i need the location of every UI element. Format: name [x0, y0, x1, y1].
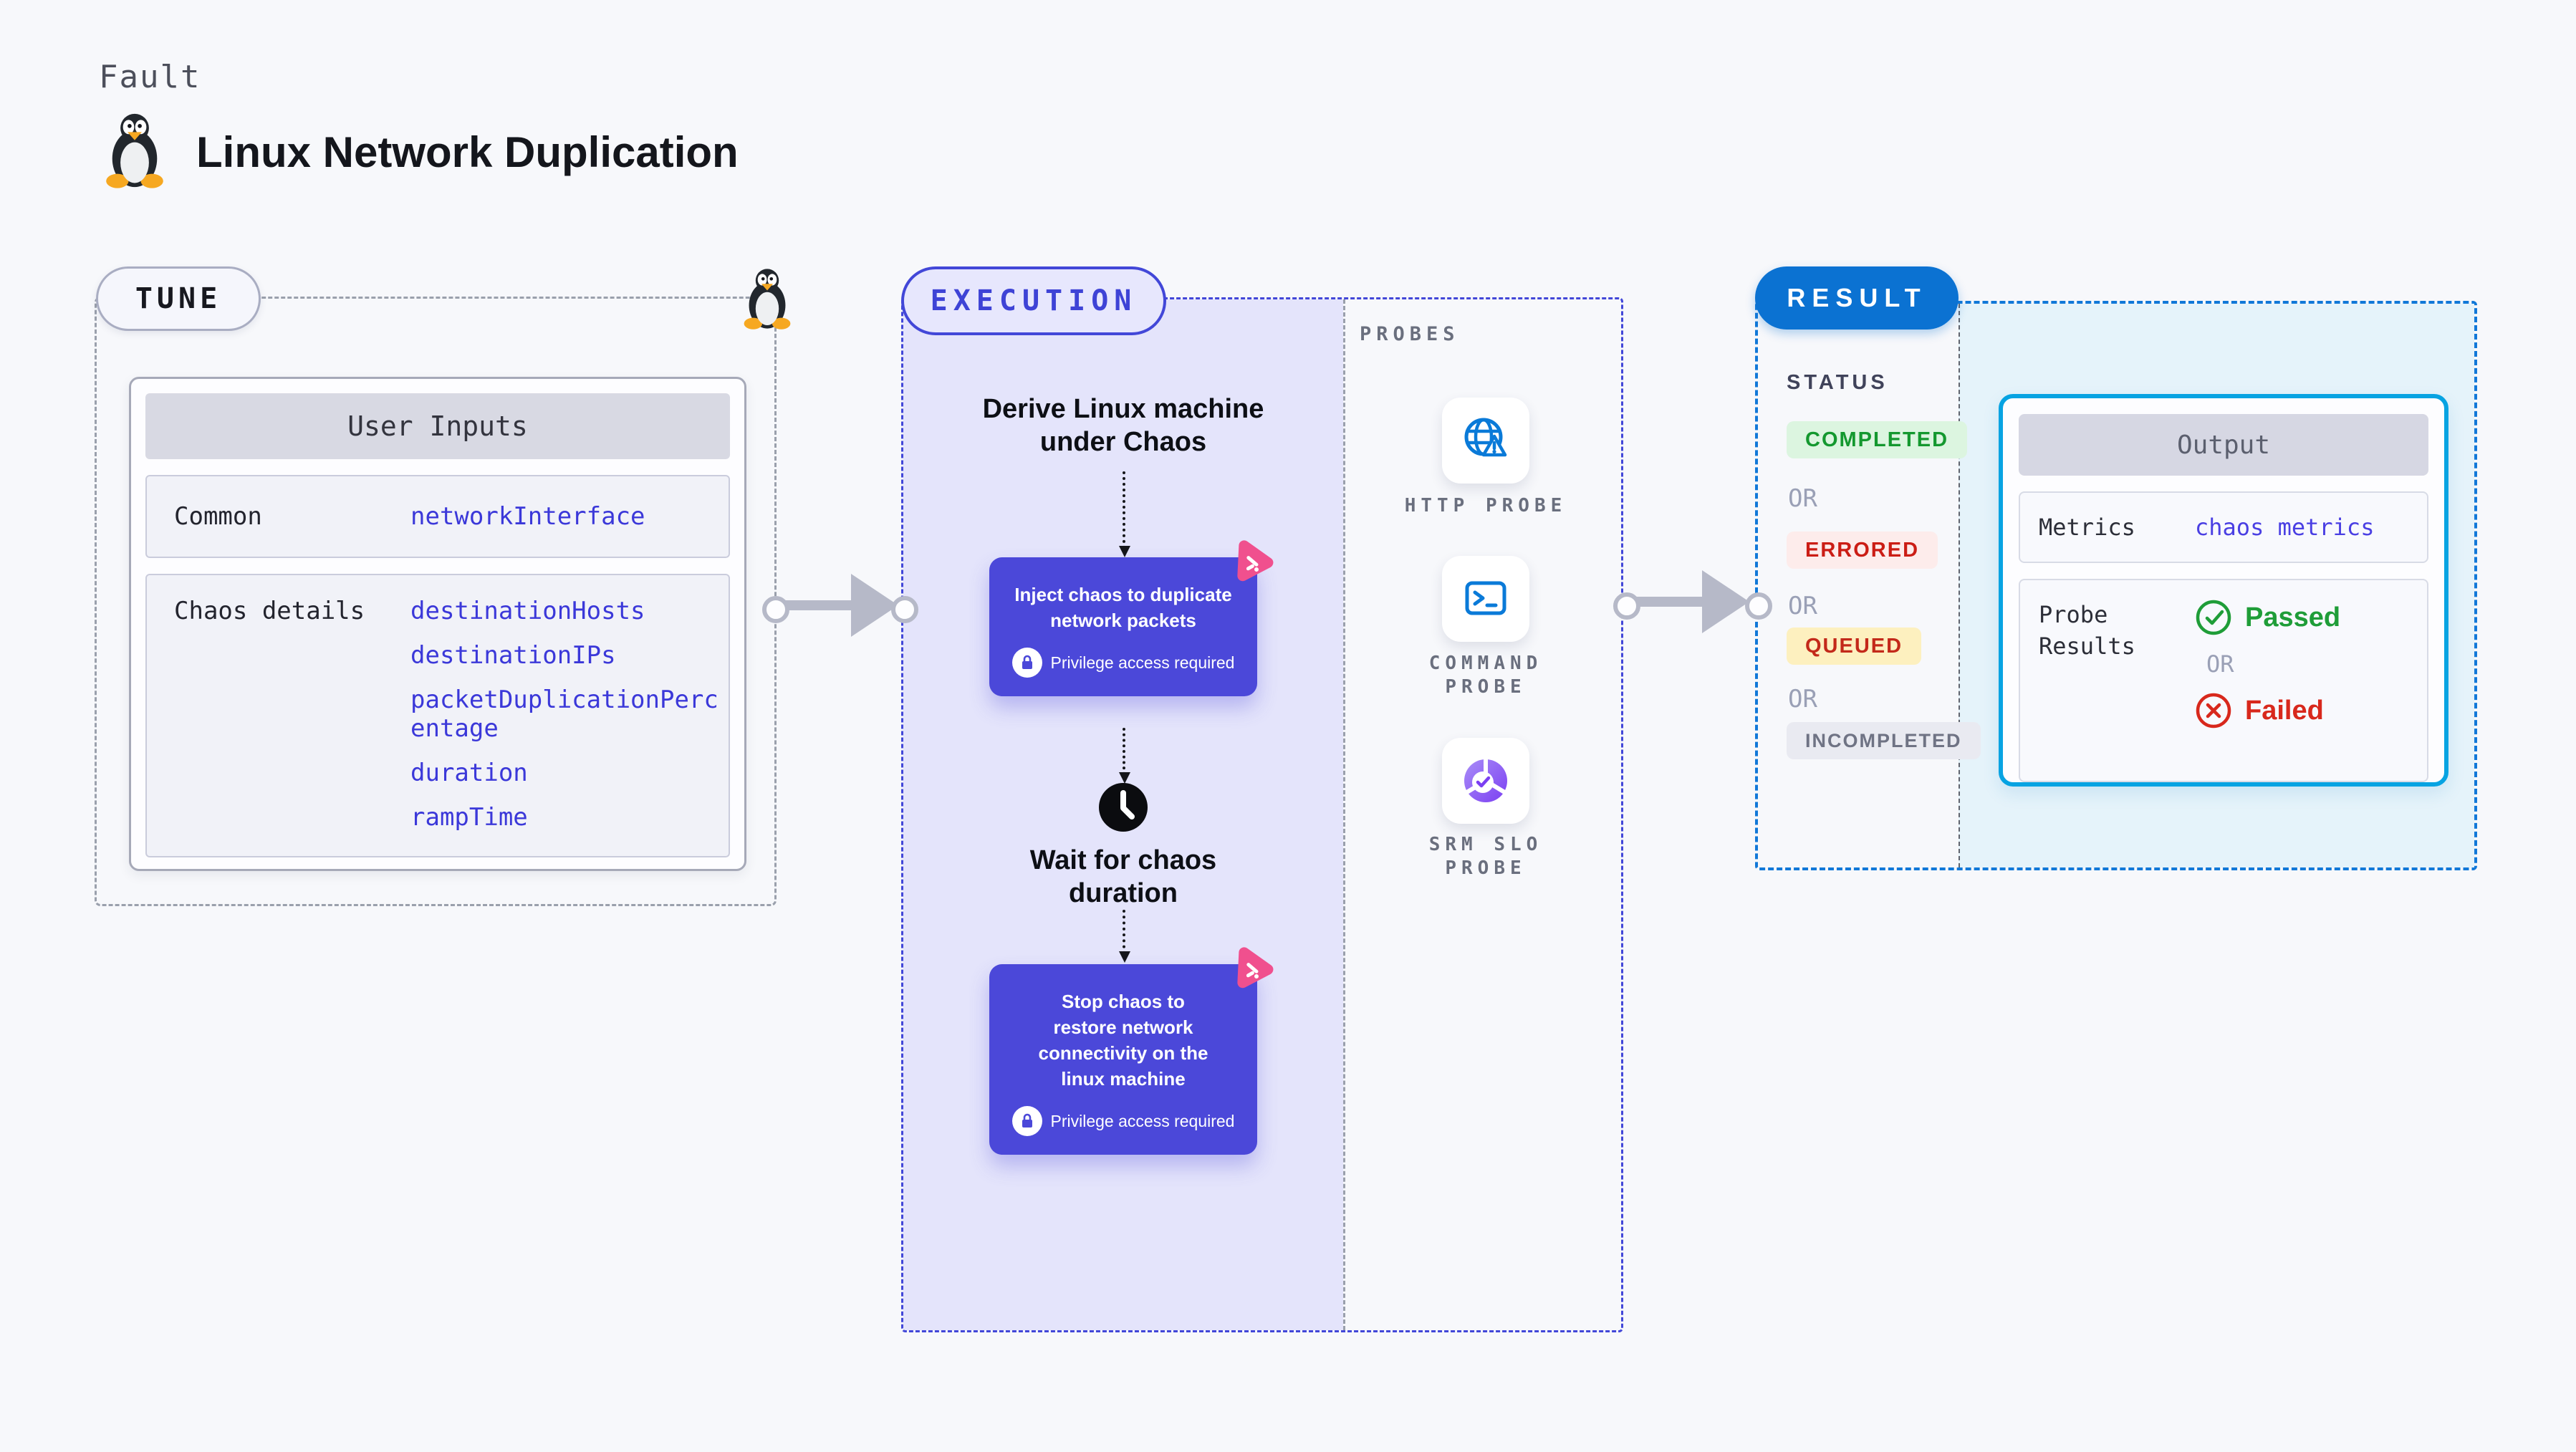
probe-results-row: Probe Results Passed OR Failed — [2019, 579, 2428, 782]
connector-dot — [762, 596, 789, 623]
stop-step-title: Stop chaos to restore network connectivi… — [1038, 991, 1208, 1090]
failed-label: Failed — [2245, 695, 2324, 726]
connector-dot — [1613, 592, 1640, 620]
lock-icon — [1011, 1106, 1042, 1136]
execution-probes-divider — [1343, 299, 1345, 1330]
status-badge-completed: COMPLETED — [1787, 421, 1968, 458]
privilege-note: Privilege access required — [1050, 653, 1235, 672]
metrics-label: Metrics — [2039, 514, 2135, 541]
srm-slo-probe-label: SRM SLO PROBE — [1428, 834, 1543, 879]
passed-label: Passed — [2245, 602, 2341, 633]
globe-alert-icon — [1464, 418, 1507, 457]
metrics-row: Metrics chaos metrics — [2019, 491, 2428, 563]
flow-arrow-down — [1119, 471, 1130, 557]
command-probe-label: COMMAND PROBE — [1428, 653, 1543, 698]
user-inputs-card: User Inputs Common networkInterface Chao… — [129, 377, 746, 871]
chaos-fault-icon — [1237, 947, 1274, 989]
input-variable: rampTime — [410, 803, 528, 832]
slo-donut-check-icon — [1464, 757, 1507, 802]
passed-check-icon — [2196, 600, 2231, 635]
connector-dot — [1745, 592, 1772, 620]
wait-step-label: Wait for chaos duration — [1029, 845, 1217, 908]
or-separator: OR — [1788, 484, 1817, 513]
or-separator: OR — [1788, 685, 1817, 713]
flow-arrow-down — [1119, 910, 1130, 963]
chaos-fault-icon — [1237, 540, 1274, 582]
command-probe-card — [1442, 556, 1529, 642]
metrics-value: chaos metrics — [2195, 514, 2375, 541]
probes-heading: PROBES — [1360, 323, 1460, 345]
probe-results-label: Probe Results — [2039, 601, 2135, 660]
http-probe-label: HTTP PROBE — [1404, 495, 1567, 516]
derive-step-label: Derive Linux machine under Chaos — [982, 394, 1264, 457]
srm-slo-probe-card — [1442, 738, 1529, 824]
user-input-row-chaos-details: Chaos details destinationHosts destinati… — [145, 574, 730, 857]
execution-section: Derive Linux machine under Chaos Inject … — [901, 297, 1623, 1332]
tune-badge: TUNE — [96, 266, 261, 331]
input-variable: networkInterface — [410, 502, 645, 531]
or-separator: OR — [2206, 650, 2234, 678]
result-badge: RESULT — [1755, 266, 1959, 330]
or-separator: OR — [1788, 592, 1817, 620]
http-probe-card — [1442, 398, 1529, 484]
lock-icon — [1011, 648, 1042, 678]
stop-chaos-node: Stop chaos to restore network connectivi… — [989, 947, 1274, 1155]
status-badge-queued: QUEUED — [1787, 628, 1922, 665]
clock-icon — [1098, 782, 1148, 832]
row-label: Chaos details — [174, 597, 365, 625]
page-title: Linux Network Duplication — [196, 128, 739, 176]
privilege-note: Privilege access required — [1050, 1111, 1235, 1130]
tux-penguin-icon-small — [744, 269, 791, 330]
input-variable: packetDuplicationPercentage — [410, 686, 719, 743]
user-input-row-common: Common networkInterface — [145, 475, 730, 558]
connector-dot — [891, 596, 918, 623]
flow-arrow-down — [1119, 728, 1130, 784]
terminal-icon — [1465, 581, 1506, 615]
user-inputs-title: User Inputs — [145, 393, 730, 459]
status-output-divider — [1959, 304, 1960, 867]
input-variable: duration — [410, 759, 528, 787]
inject-step-title: Inject chaos to duplicate network packet… — [1014, 584, 1232, 631]
execution-badge: EXECUTION — [901, 266, 1166, 335]
status-heading: STATUS — [1787, 371, 1888, 394]
failed-x-icon — [2196, 693, 2231, 729]
output-title: Output — [2019, 414, 2428, 476]
status-badge-errored: ERRORED — [1787, 532, 1938, 569]
inject-chaos-node: Inject chaos to duplicate network packet… — [989, 540, 1274, 696]
input-variable: destinationIPs — [410, 641, 616, 670]
input-variable: destinationHosts — [410, 597, 645, 625]
tux-penguin-icon — [106, 113, 163, 188]
fault-kicker: Fault — [99, 59, 201, 95]
status-badge-incompleted: INCOMPLETED — [1787, 722, 1981, 759]
output-card: Output Metrics chaos metrics Probe Resul… — [1999, 394, 2448, 787]
row-label: Common — [174, 502, 262, 531]
